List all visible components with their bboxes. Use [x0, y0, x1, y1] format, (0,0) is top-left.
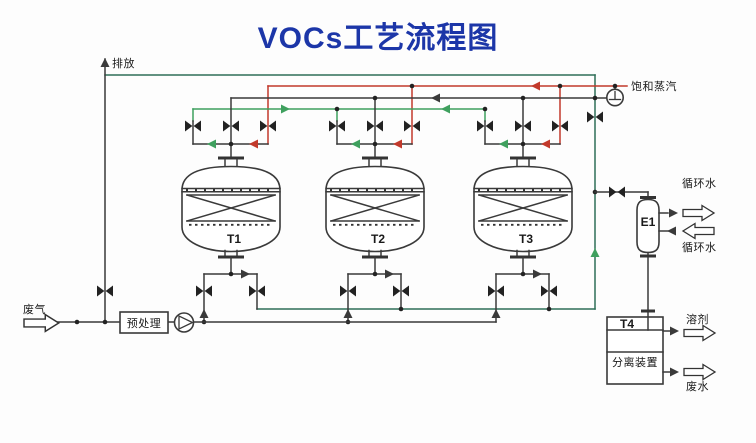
waste-gas-arrow: [23, 313, 60, 333]
condenser-feed-pipe: [594, 186, 649, 198]
separator-label: 分离装置: [612, 355, 658, 369]
tank-T1: T1: [180, 156, 282, 259]
saturated-steam-label: 饱和蒸汽: [631, 79, 677, 93]
discharge-arrow: [100, 58, 110, 67]
waste-water-arrow: [683, 363, 716, 381]
tank3-top-valves: [477, 83, 568, 159]
pretreatment-unit: 预处理: [119, 311, 169, 334]
tank-T1-label: T1: [227, 232, 241, 246]
page-title: VOCs工艺流程图: [258, 22, 499, 55]
tank2-top-valves: [329, 83, 420, 159]
cooling-water-in-arrow: [682, 222, 715, 240]
tank3-bottom-piping: [488, 257, 557, 323]
steam-header-pipe: [267, 81, 628, 145]
separator-tag: T4: [620, 317, 634, 331]
outlet-header-pipe: [230, 93, 607, 103]
cooling-water-in-label: 循环水: [682, 241, 717, 254]
steam-gauge: [605, 85, 624, 107]
blower: [173, 312, 195, 333]
condenser-label: E1: [641, 215, 656, 229]
pretreatment-label: 预处理: [127, 317, 162, 330]
discharge-label: 排放: [112, 56, 135, 70]
tank-T2-label: T2: [371, 232, 385, 246]
tank1-bottom-piping: [196, 257, 265, 325]
solvent-arrow: [683, 324, 716, 342]
tank2-bottom-piping: [340, 257, 409, 325]
tank1-top-valves: [185, 97, 276, 159]
cooling-water-out-arrow: [682, 204, 715, 222]
discharge-stack-pipe: [100, 58, 110, 323]
balance-header-pipe: [192, 104, 486, 122]
condenser-E1: E1: [636, 196, 678, 318]
tank-T3-label: T3: [519, 232, 533, 246]
waste-water-label: 废水: [686, 379, 709, 393]
tank-T2: T2: [324, 156, 426, 259]
separator-T4: T4 分离装置: [606, 316, 679, 385]
waste-gas-label: 废气: [23, 302, 46, 316]
solvent-label: 溶剂: [686, 312, 709, 326]
cooling-water-out-label: 循环水: [682, 177, 717, 190]
tank-T3: T3: [472, 156, 574, 259]
